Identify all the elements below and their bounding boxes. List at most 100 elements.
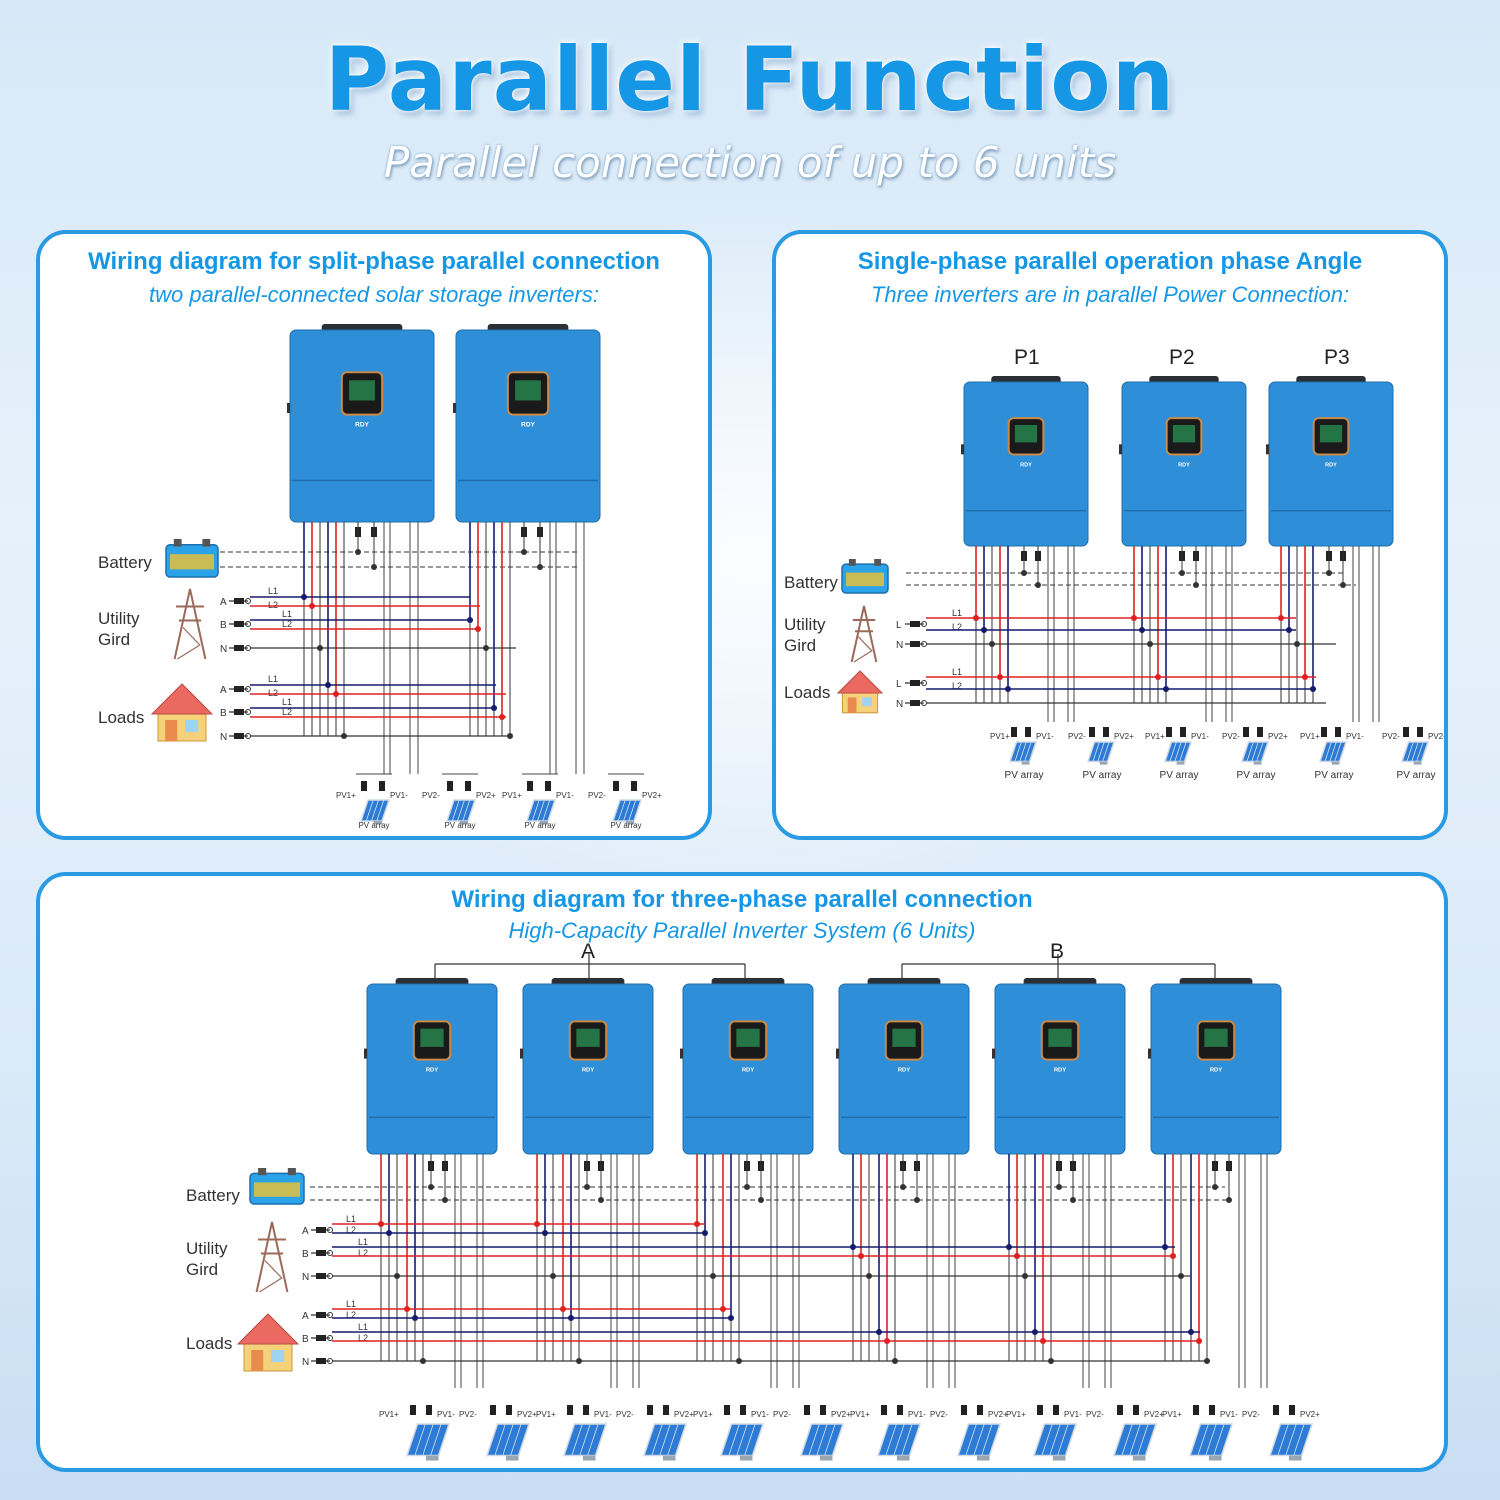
- breaker-icon: [631, 781, 637, 791]
- loads-label: Loads: [186, 1334, 233, 1353]
- pv-terminal-label: PV1+: [1006, 1410, 1026, 1419]
- solar-cell-line: [901, 1423, 913, 1456]
- solar-panel-stand: [662, 1455, 676, 1461]
- inverter-body: [682, 983, 814, 1155]
- lcd-display: [515, 380, 541, 401]
- brand-logo: RDY: [1210, 1068, 1222, 1074]
- pv-terminal-label: PV2-: [422, 791, 440, 800]
- pv-terminal-label: PV2+: [1268, 732, 1288, 741]
- l1-label: L1: [268, 674, 278, 684]
- utility-grid-label: Utility Gird: [784, 615, 826, 655]
- side-switch: [1119, 444, 1122, 455]
- brand-logo: RDY: [898, 1068, 910, 1074]
- solar-cell-line: [1205, 1423, 1217, 1456]
- l1-label: L1: [346, 1214, 356, 1224]
- pv-terminal-label: PV2-: [773, 1410, 791, 1419]
- solar-panel-stand: [1288, 1455, 1302, 1461]
- inverter-unit: RDY: [453, 324, 601, 523]
- solar-cell-line: [808, 1423, 820, 1456]
- solar-panel-icon: [642, 1423, 688, 1461]
- solar-panel-stand: [1208, 1455, 1222, 1461]
- junction-dot: [442, 1197, 448, 1203]
- breaker-icon: [961, 1405, 967, 1415]
- solar-panel-icon: [445, 799, 477, 825]
- terminal-node: [327, 1227, 333, 1233]
- solar-panel-stand: [373, 821, 382, 825]
- pv-terminal-label: PV1-: [594, 1410, 612, 1419]
- solar-cell-line: [1334, 741, 1342, 762]
- pylon-icon: [850, 605, 878, 663]
- solar-panel-icon: [1112, 1423, 1158, 1461]
- terminal-block: [234, 733, 244, 739]
- pv-terminal-label: PV2-: [1382, 732, 1400, 741]
- solar-cell-line: [494, 1423, 506, 1456]
- solar-cell-line: [587, 1423, 599, 1456]
- brand-logo: RDY: [1054, 1068, 1066, 1074]
- l2-label: L2: [346, 1310, 356, 1320]
- battery-label-band: [254, 1182, 300, 1197]
- junction-dot: [914, 1197, 920, 1203]
- solar-cell-line: [965, 1423, 977, 1456]
- pv-terminal-label: PV2+: [1114, 732, 1134, 741]
- load-terminal-n-label: N: [896, 699, 903, 710]
- load-terminal-n-label: N: [220, 732, 227, 743]
- solar-cell-line: [1049, 1423, 1061, 1456]
- lcd-display: [1172, 425, 1196, 443]
- brand-logo: RDY: [521, 422, 535, 429]
- side-switch: [680, 1048, 683, 1059]
- pv-terminal-label: PV2+: [476, 791, 496, 800]
- pv-terminal-label: PV1-: [1036, 732, 1054, 741]
- inverter-body: [1121, 381, 1247, 547]
- solar-panel-stand: [1132, 1455, 1146, 1461]
- inverter-unit: RDY: [992, 978, 1126, 1155]
- solar-cell-line: [365, 799, 374, 822]
- breaker-icon: [1180, 727, 1186, 737]
- junction-dot: [744, 1184, 750, 1190]
- l1-label: L1: [282, 697, 292, 707]
- solar-cell-line: [542, 799, 551, 822]
- solar-cell-line: [1285, 1423, 1297, 1456]
- terminal-block: [910, 641, 920, 647]
- solar-panel-stand: [976, 1455, 990, 1461]
- brand-logo: RDY: [426, 1068, 438, 1074]
- solar-panel-icon: [1268, 1423, 1314, 1461]
- solar-panel-stand: [539, 821, 548, 825]
- solar-cell-line: [1197, 1423, 1209, 1456]
- inverter-body: [455, 329, 601, 523]
- solar-cell-line: [1121, 1423, 1133, 1456]
- terminal-block: [234, 598, 244, 604]
- breaker-icon: [1289, 1405, 1295, 1415]
- unit-label-p1: P1: [1014, 346, 1040, 369]
- breaker-icon: [820, 1405, 826, 1415]
- utility-grid-label: Utility Gird: [98, 609, 140, 649]
- solar-panel-icon: [1400, 741, 1430, 765]
- l1-label: L1: [268, 586, 278, 596]
- load-terminal-b-label: B: [220, 708, 227, 719]
- breaker-icon: [1257, 727, 1263, 737]
- breaker-icon: [410, 1405, 416, 1415]
- inverter-unit: RDY: [1119, 376, 1247, 547]
- l2-label: L2: [358, 1248, 368, 1258]
- breaker-icon: [490, 1405, 496, 1415]
- side-switch: [453, 402, 456, 413]
- pv-terminal-label: PV2-: [588, 791, 606, 800]
- solar-cell-line: [1324, 741, 1332, 762]
- inverter-seam: [997, 1116, 1123, 1119]
- junction-dot: [1056, 1184, 1062, 1190]
- solar-panel-stand: [739, 1455, 753, 1461]
- pv-terminal-label: PV1-: [437, 1410, 455, 1419]
- l1-label: L1: [346, 1299, 356, 1309]
- junction-dot: [900, 1184, 906, 1190]
- main-subtitle: Parallel connection of up to 6 units: [383, 138, 1117, 187]
- solar-panel-stand: [625, 821, 634, 825]
- solar-panel-stand: [1099, 761, 1108, 765]
- pv-terminal-label: PV2+: [674, 1410, 694, 1419]
- breaker-icon: [1053, 1405, 1059, 1415]
- breaker-icon: [647, 1405, 653, 1415]
- terminal-block: [316, 1335, 326, 1341]
- l1-label: L1: [358, 1322, 368, 1332]
- terminal-n-label: N: [896, 640, 903, 651]
- battery-label: Battery: [784, 573, 838, 592]
- solar-panel-stand: [1413, 761, 1422, 765]
